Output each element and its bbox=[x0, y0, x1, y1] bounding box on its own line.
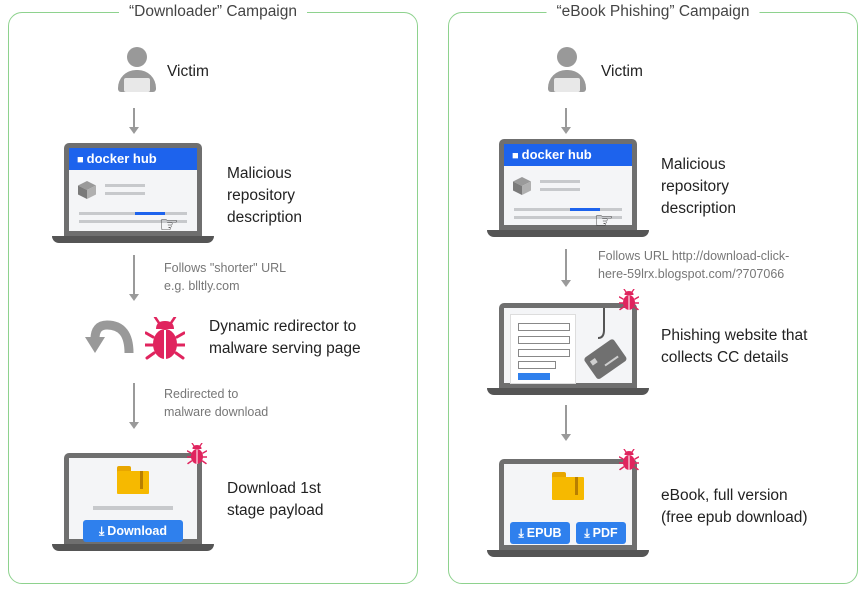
flow-arrow bbox=[129, 108, 139, 134]
cube-icon bbox=[512, 176, 532, 196]
download-arrow-icon: ⤓ bbox=[518, 526, 524, 540]
download-label: Download 1st stage payload bbox=[227, 480, 324, 519]
pointer-hand-icon: ☞ bbox=[159, 212, 179, 237]
phishing-website-label: Phishing website that collects CC detail… bbox=[661, 327, 808, 366]
phishing-hook-card-icon bbox=[584, 308, 627, 379]
dockerhub-logo: ■docker hub bbox=[69, 148, 197, 170]
repo-description-label: Malicious repository description bbox=[661, 156, 736, 217]
flow-arrow bbox=[129, 255, 139, 301]
redirect-note: Redirected to malware download bbox=[164, 387, 269, 419]
repo-description-label: Malicious repository description bbox=[227, 165, 302, 226]
download-button: ⤓Download bbox=[83, 520, 183, 542]
docker-whale-icon: ■ bbox=[77, 154, 84, 166]
docker-whale-icon: ■ bbox=[512, 150, 519, 162]
pointer-hand-icon: ☞ bbox=[594, 208, 614, 233]
malware-bug-icon bbox=[619, 289, 639, 311]
victim-label: Victim bbox=[167, 63, 209, 80]
url-note: Follows "shorter" URL e.g. blltly.com bbox=[164, 261, 287, 293]
flow-arrow bbox=[561, 249, 571, 287]
pdf-download-button: ⤓PDF bbox=[576, 522, 626, 544]
zip-folder-icon bbox=[552, 472, 584, 500]
epub-download-button: ⤓EPUB bbox=[510, 522, 570, 544]
flow-arrow bbox=[561, 405, 571, 441]
victim-icon bbox=[547, 47, 587, 93]
download-laptop: ⤓Download bbox=[52, 453, 214, 551]
malware-bug-icon bbox=[145, 317, 185, 361]
download-arrow-icon: ⤓ bbox=[98, 524, 105, 538]
malware-bug-icon bbox=[187, 443, 207, 465]
redirector-label: Dynamic redirector to malware serving pa… bbox=[209, 318, 361, 357]
dockerhub-laptop: ■docker hub ☞ bbox=[52, 143, 214, 243]
zip-folder-icon bbox=[117, 466, 149, 494]
victim-label: Victim bbox=[601, 63, 643, 80]
panel-title: “Downloader” Campaign bbox=[119, 3, 307, 21]
dockerhub-logo: ■docker hub bbox=[504, 144, 632, 166]
ebook-laptop: ⤓EPUB ⤓PDF bbox=[487, 459, 649, 557]
url-note: Follows URL http://download-click- here-… bbox=[598, 249, 790, 281]
download-arrow-icon: ⤓ bbox=[584, 526, 590, 540]
downloader-campaign-panel: “Downloader” Campaign Victim ■docker hub… bbox=[8, 3, 418, 584]
malware-bug-icon bbox=[619, 449, 639, 471]
ebook-phishing-campaign-panel: “eBook Phishing” Campaign Victim ■docker… bbox=[448, 3, 858, 584]
phishing-laptop bbox=[487, 303, 649, 395]
ebook-label: eBook, full version (free epub download) bbox=[661, 487, 808, 526]
flow-arrow bbox=[561, 108, 571, 134]
dockerhub-laptop: ■docker hub ☞ bbox=[487, 139, 649, 237]
flow-arrow bbox=[129, 383, 139, 429]
cube-icon bbox=[77, 180, 97, 200]
victim-icon bbox=[117, 47, 157, 93]
redirect-arrow-icon bbox=[85, 320, 134, 354]
phishing-form bbox=[510, 314, 576, 384]
panel-title: “eBook Phishing” Campaign bbox=[546, 3, 760, 21]
